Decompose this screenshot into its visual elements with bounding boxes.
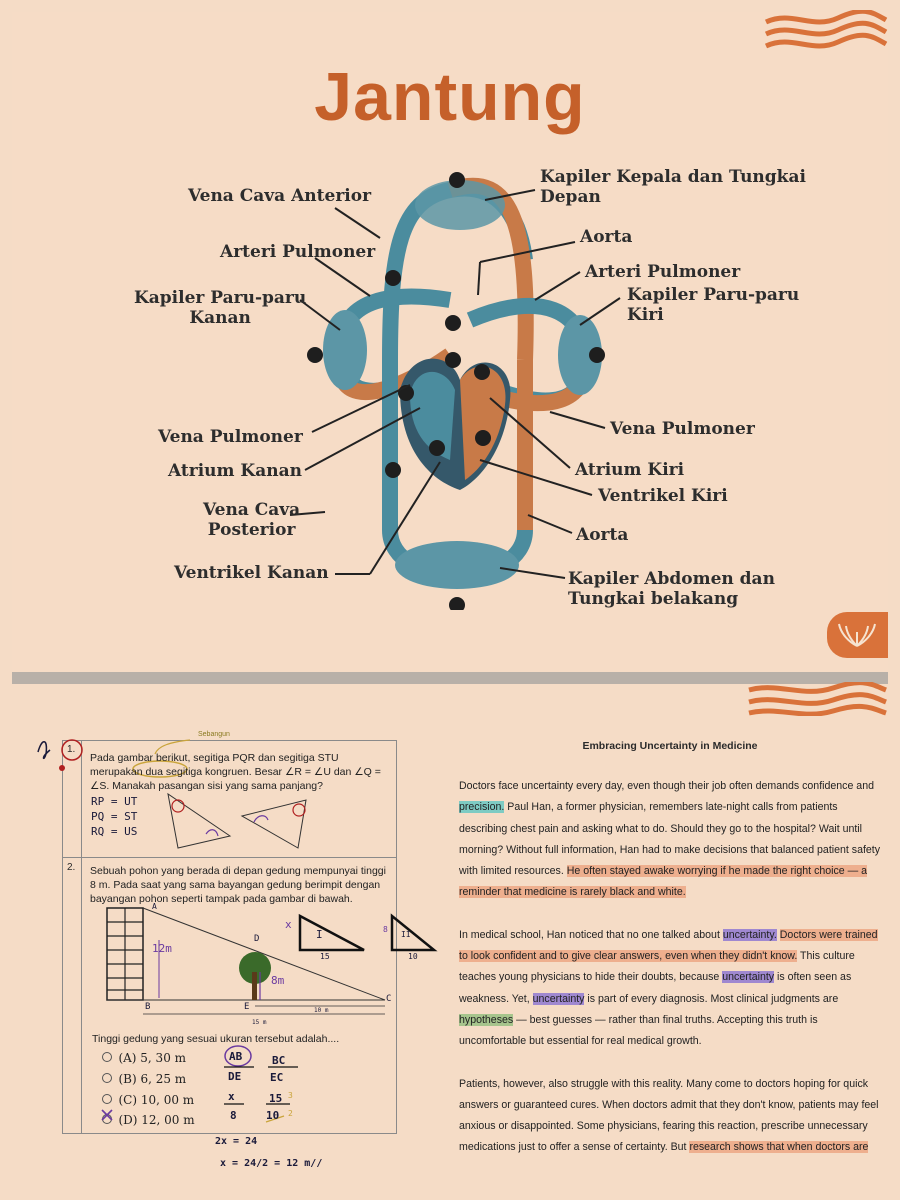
highlighted-text: uncertainty. <box>723 929 777 941</box>
question-2-number: 2. <box>67 862 75 873</box>
triangles-pqr-stu <box>158 788 328 860</box>
label-ventrikel-kiri: Ventrikel Kiri <box>598 486 728 506</box>
question-1-text: Pada gambar berikut, segitiga PQR dan se… <box>90 751 390 793</box>
option-a-label: (A) 5, 30 m <box>118 1051 186 1065</box>
sketch-label-10: 10 <box>408 952 418 961</box>
work-2: 2 <box>288 1109 293 1118</box>
figure-label-d: D <box>254 934 259 944</box>
work-ab: AB <box>229 1050 242 1063</box>
text-run: — best guesses — rather than final truth… <box>459 1014 818 1047</box>
option-b[interactable]: (B) 6, 25 m <box>102 1070 186 1088</box>
answer-rq-us: RQ = US <box>91 825 137 838</box>
option-b-radio[interactable] <box>102 1073 112 1083</box>
option-d[interactable]: (D) 12, 00 m <box>102 1111 195 1129</box>
work-step-1: 2x = 24 <box>215 1136 257 1147</box>
highlighted-text: uncertainty <box>533 993 585 1005</box>
option-d-cross-mark <box>100 1108 114 1122</box>
article-paragraph-2: In medical school, Han noticed that no o… <box>459 925 881 1053</box>
option-c-radio[interactable] <box>102 1094 112 1104</box>
figure-label-a: A <box>152 902 157 911</box>
work-de: DE <box>228 1070 241 1083</box>
label-aorta-top: Aorta <box>580 227 632 247</box>
work-x: x <box>228 1090 235 1103</box>
option-c-label: (C) 10, 00 m <box>118 1093 194 1107</box>
sketch-label-i: I <box>316 928 323 941</box>
text-run: is part of every diagnosis. Most clinica… <box>584 993 838 1005</box>
work-step-2: x = 24/2 = 12 m// <box>220 1158 322 1169</box>
sketch-label-x: x <box>285 918 292 931</box>
label-aorta-bottom: Aorta <box>576 525 628 545</box>
option-d-label: (D) 12, 00 m <box>118 1113 194 1127</box>
option-c[interactable]: (C) 10, 00 m <box>102 1091 194 1109</box>
work-15: 15 <box>269 1092 282 1105</box>
option-a-radio[interactable] <box>102 1052 112 1062</box>
option-b-label: (B) 6, 25 m <box>118 1072 186 1086</box>
answer-rp-ut: RP = UT <box>91 795 137 808</box>
similar-triangles-sketch <box>286 908 446 958</box>
article-paragraph-1: Doctors face uncertainty every day, even… <box>459 776 881 904</box>
work-3: 3 <box>288 1091 293 1100</box>
figure-label-c: C <box>386 994 391 1004</box>
label-arteri-pulmoner-left: Arteri Pulmoner <box>220 242 375 262</box>
article: Embracing Uncertainty in Medicine Doctor… <box>459 740 881 1180</box>
label-atrium-kiri: Atrium Kiri <box>575 460 684 480</box>
label-atrium-kanan: Atrium Kanan <box>168 461 302 481</box>
option-a[interactable]: (A) 5, 30 m <box>102 1049 186 1067</box>
figure-building-height: 12m <box>152 942 172 955</box>
label-arteri-pulmoner-right: Arteri Pulmoner <box>585 262 740 282</box>
article-title: Embracing Uncertainty in Medicine <box>459 740 881 752</box>
highlighted-text: precision. <box>459 801 504 813</box>
label-vena-cava-posterior: Vena Cava Posterior <box>203 500 300 540</box>
answer-pq-st: PQ = ST <box>91 810 137 823</box>
label-kapiler-abdomen: Kapiler Abdomen dan Tungkai belakang <box>568 569 775 609</box>
label-ventrikel-kanan: Ventrikel Kanan <box>174 563 329 583</box>
label-vena-pulmoner-right: Vena Pulmoner <box>610 419 755 439</box>
sketch-label-ii: II <box>401 930 411 939</box>
highlighted-text: hypotheses <box>459 1014 513 1026</box>
label-kapiler-paru-kanan: Kapiler Paru-paru Kanan <box>134 288 306 328</box>
text-run: Doctors face uncertainty every day, even… <box>459 780 874 792</box>
sketch-label-8: 8 <box>383 925 388 934</box>
label-kapiler-kepala: Kapiler Kepala dan Tungkai Depan <box>540 167 806 207</box>
figure-distance-10: 10 m <box>314 1007 328 1014</box>
sketch-label-15: 15 <box>320 952 330 961</box>
work-10: 10 <box>266 1109 279 1122</box>
annotation-sebangun: Sebangun <box>198 728 230 742</box>
label-kapiler-paru-kiri: Kapiler Paru-paru Kiri <box>627 285 799 325</box>
figure-label-e: E <box>244 1002 249 1012</box>
highlighted-text: research shows that when doctors are <box>689 1141 868 1153</box>
figure-label-b: B <box>145 1002 150 1012</box>
figure-tree-height: 8m <box>271 974 284 987</box>
work-ec: EC <box>270 1071 283 1084</box>
article-paragraph-3: Patients, however, also struggle with th… <box>459 1074 881 1159</box>
wing-logo-icon <box>827 612 888 658</box>
question-1-number: 1. <box>67 744 75 755</box>
work-8: 8 <box>230 1109 237 1122</box>
highlighted-text: uncertainty <box>722 971 774 983</box>
label-vena-pulmoner-left: Vena Pulmoner <box>158 427 303 447</box>
work-bc: BC <box>272 1054 285 1067</box>
figure-distance-15: 15 m <box>252 1019 266 1026</box>
label-vena-cava-anterior: Vena Cava Anterior <box>188 186 371 206</box>
text-run: In medical school, Han noticed that no o… <box>459 929 723 941</box>
wave-decoration-bottom-icon <box>745 682 890 716</box>
